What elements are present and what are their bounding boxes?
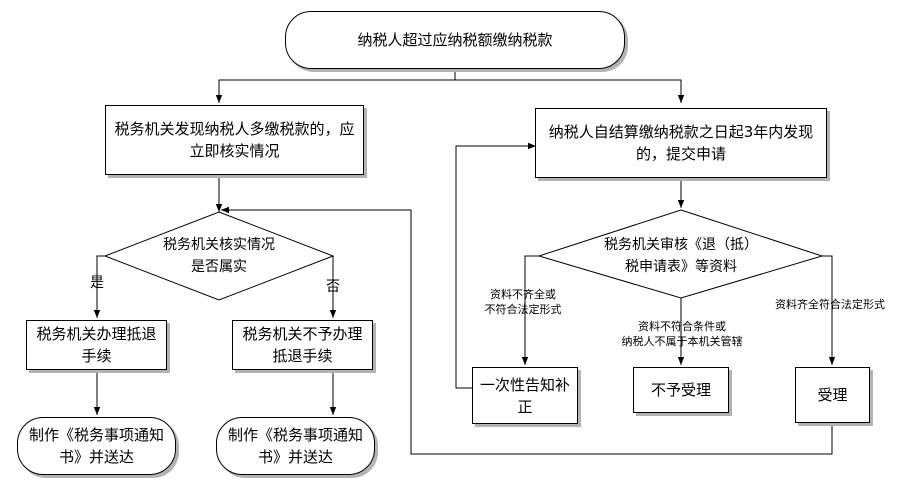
notify-once-text: 一次性告知补正 (479, 375, 570, 416)
arrow-start-to-right (455, 79, 685, 103)
arrow-notify-back-to-right-discover (455, 142, 536, 389)
right-decision-diamond (537, 209, 824, 299)
left-decision-line-1: 税务机关核实情况 (163, 237, 275, 253)
left-decision-line-2: 是否属实 (191, 259, 247, 275)
arrow-start-to-left (215, 70, 456, 103)
left-yes-end-terminal: 制作《税务事项通知书》并送达 (17, 417, 176, 475)
arrow-complete-branch (822, 255, 836, 365)
left-no-process: 税务机关不予办理抵退手续 (232, 320, 373, 370)
left-discover-process: 税务机关发现纳税人多缴税款的，应立即核实情况 (105, 105, 364, 175)
right-discover-process: 纳税人自结算缴纳税款之日起3年内发现的，提交申请 (535, 108, 827, 178)
left-decision-diamond (103, 211, 335, 301)
left-no-process-text: 税务机关不予办理抵退手续 (242, 325, 363, 365)
start-terminal: 纳税人超过应纳税额缴纳税款 (285, 11, 625, 69)
complete-label: 资料齐全符合法定形式 (775, 298, 885, 311)
accept-text: 受理 (817, 386, 848, 404)
incomplete-label-line-1: 资料不齐全或 (490, 288, 556, 301)
arrow-incomplete-branch (521, 255, 539, 365)
arrow-yes-branch (93, 255, 105, 318)
not-eligible-label: 资料不符合条件或 纳税人不属于本机关管辖 (600, 319, 764, 349)
left-yes-process: 税务机关办理抵退手续 (26, 320, 167, 370)
right-decision-line-1: 税务机关审核《退（抵） (604, 237, 758, 253)
left-decision-text: 税务机关核实情况 是否属实 (139, 234, 299, 278)
left-yes-process-text: 税务机关办理抵退手续 (36, 325, 157, 365)
right-decision-line-2: 税申请表》等资料 (625, 259, 737, 275)
reject-process: 不予受理 (633, 367, 729, 413)
notify-once-process: 一次性告知补正 (472, 367, 578, 424)
no-label: 否 (326, 279, 340, 295)
left-no-end-terminal: 制作《税务事项通知书》并送达 (216, 417, 375, 475)
arrow-accept-back-to-left-decision (221, 206, 833, 455)
yes-label: 是 (90, 275, 104, 291)
reject-text: 不予受理 (650, 381, 711, 399)
right-discover-text: 纳税人自结算缴纳税款之日起3年内发现的，提交申请 (548, 123, 814, 163)
incomplete-label-line-2: 不符合法定形式 (484, 303, 562, 316)
left-yes-end-text: 制作《税务事项通知书》并送达 (28, 426, 164, 466)
incomplete-label: 资料不齐全或 不符合法定形式 (458, 287, 588, 317)
right-decision-text: 税务机关审核《退（抵） 税申请表》等资料 (581, 234, 781, 278)
not-eligible-label-line-2: 纳税人不属于本机关管辖 (621, 335, 743, 348)
left-discover-text: 税务机关发现纳税人多缴税款的，应立即核实情况 (114, 120, 355, 160)
not-eligible-label-line-1: 资料不符合条件或 (638, 320, 726, 333)
start-terminal-text: 纳税人超过应纳税额缴纳税款 (357, 31, 553, 49)
left-no-end-text: 制作《税务事项通知书》并送达 (227, 426, 363, 466)
accept-process: 受理 (795, 367, 870, 423)
